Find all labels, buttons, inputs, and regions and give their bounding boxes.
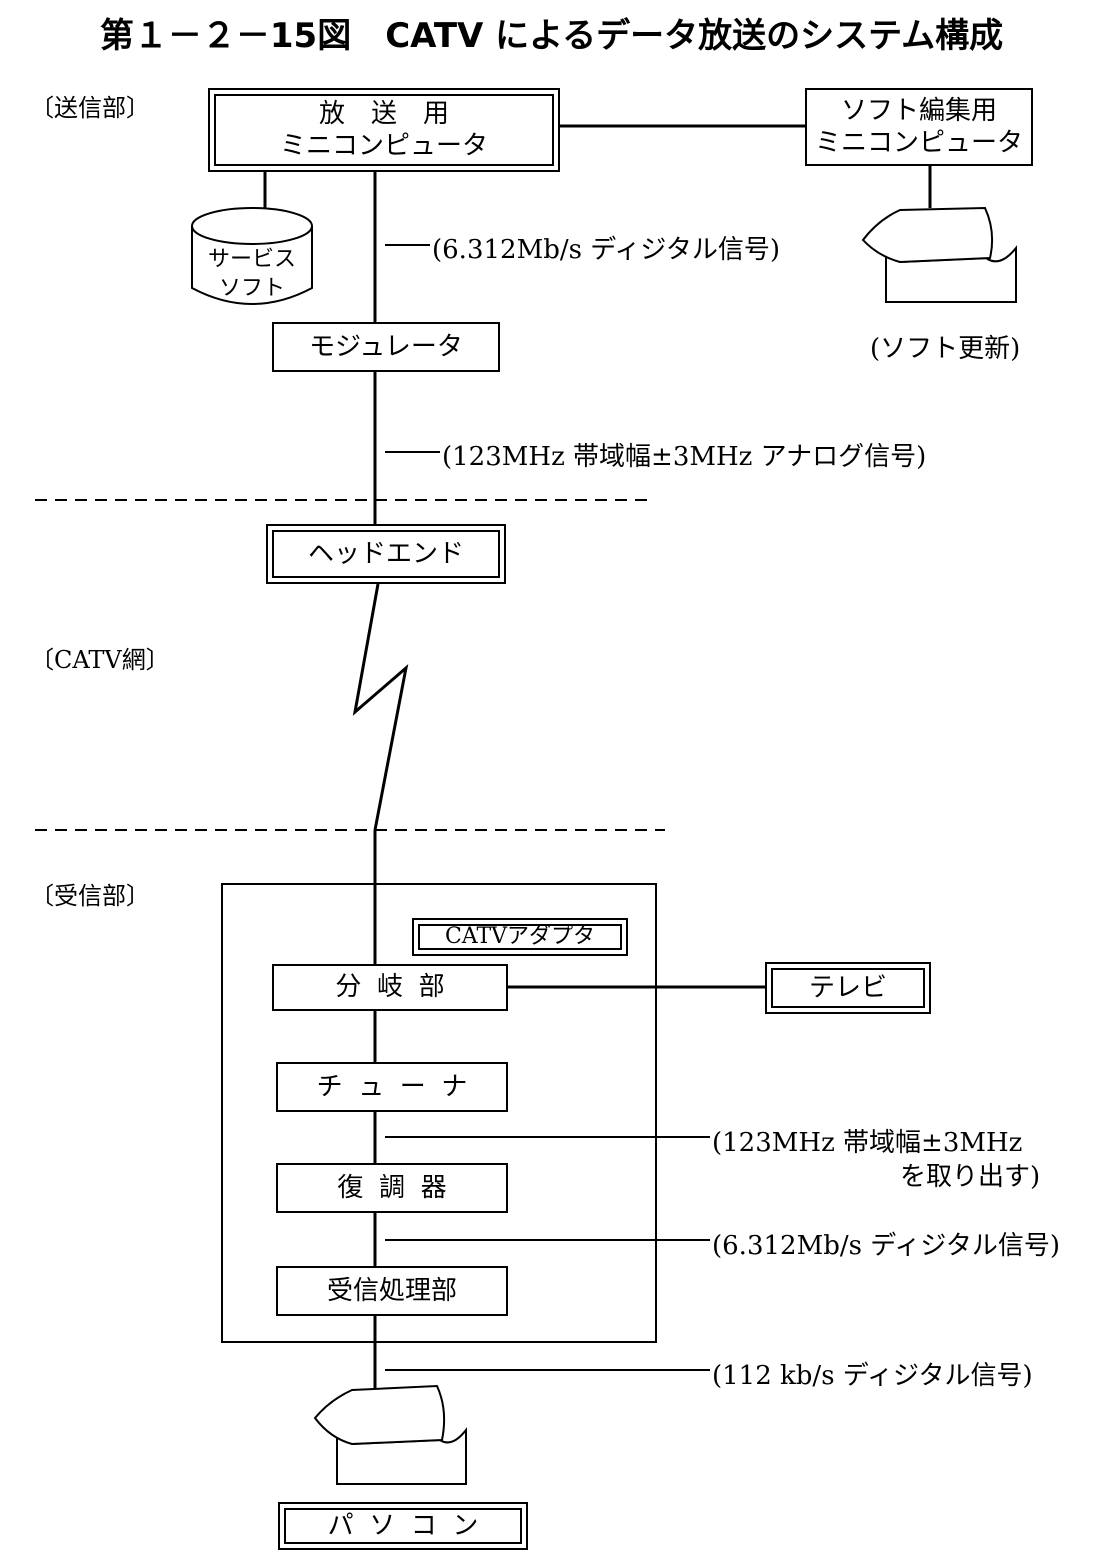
splitter-box: 分岐部 [272, 964, 508, 1011]
annotation-digital-6312-top: (6.312Mb/s ディジタル信号) [432, 235, 781, 265]
annotation-digital-6312-bottom: (6.312Mb/s ディジタル信号) [712, 1231, 1061, 1261]
pc-label: パソコン [327, 1510, 494, 1541]
broadcast-label-line1: 放 送 用 [318, 98, 449, 129]
service-label-line2: ソフト [218, 275, 285, 301]
tuner-label: チューナ [316, 1071, 483, 1102]
annotation-soft-update: (ソフト更新) [870, 334, 1021, 364]
service-label-line1: サービス [207, 247, 296, 272]
diagram-title: 第１－２－15図 CATV によるデータ放送のシステム構成 [99, 16, 1004, 56]
receiver-frame [221, 883, 657, 1343]
modulator-box: モジュレータ [272, 322, 500, 372]
splitter-label: 分岐部 [335, 972, 461, 1003]
rx-processor-box: 受信処理部 [276, 1266, 508, 1316]
section-receiver: 〔受信部〕 [30, 882, 150, 910]
catv-network-zigzag [352, 583, 409, 831]
annotation-extract-line2: を取り出す) [900, 1162, 1041, 1192]
pc-terminal-icon [313, 1384, 467, 1485]
edit-label-line2: ミニコンピュータ [814, 128, 1023, 158]
pc-box: パソコン [278, 1502, 528, 1550]
section-sender: 〔送信部〕 [30, 94, 150, 122]
rx-processor-label: 受信処理部 [326, 1275, 457, 1306]
modulator-label: モジュレータ [309, 331, 463, 362]
terminal-icon [861, 206, 1017, 303]
headend-label: ヘッドエンド [307, 538, 464, 569]
annotation-digital-112: (112 kb/s ディジタル信号) [712, 1361, 1033, 1391]
demodulator-label: 復調器 [337, 1172, 463, 1203]
service-soft-label: サービス ソフト [192, 246, 312, 303]
soft-edit-minicomputer-box: ソフト編集用 ミニコンピュータ [805, 88, 1033, 166]
annotation-analog-123: (123MHz 帯域幅±3MHz アナログ信号) [442, 442, 927, 472]
tv-label: テレビ [808, 972, 887, 1003]
catv-adapter-label: CATVアダプタ [444, 924, 596, 950]
section-network: 〔CATV網〕 [30, 646, 170, 674]
tuner-box: チューナ [276, 1062, 508, 1112]
demodulator-box: 復調器 [276, 1163, 508, 1213]
catv-adapter-box: CATVアダプタ [412, 918, 628, 956]
headend-box: ヘッドエンド [266, 524, 506, 584]
tv-box: テレビ [765, 962, 931, 1014]
broadcast-minicomputer-box: 放 送 用 ミニコンピュータ [208, 88, 560, 172]
annotation-extract-line1: (123MHz 帯域幅±3MHz [712, 1128, 1023, 1158]
service-disk-icon [191, 207, 313, 305]
edit-label-line1: ソフト編集用 [840, 95, 997, 126]
broadcast-label-line2: ミニコンピュータ [279, 131, 488, 161]
